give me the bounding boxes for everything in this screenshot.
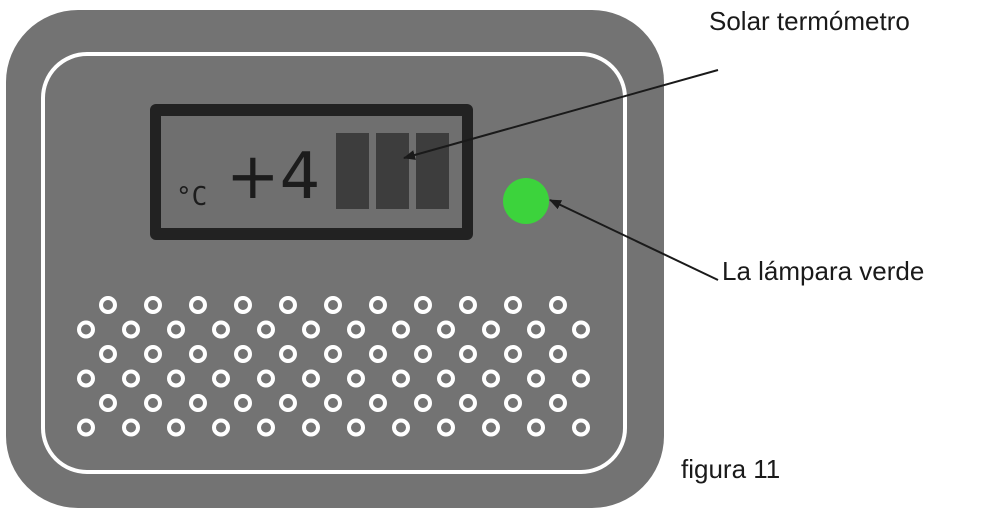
vent-hole [257, 418, 275, 437]
vent-hole [234, 345, 252, 363]
vent-hole [212, 320, 230, 339]
vent-hole [347, 418, 365, 437]
vent-hole [324, 345, 342, 363]
vent-hole [527, 369, 545, 388]
vent-hole [414, 394, 432, 412]
vent-hole [572, 418, 590, 437]
vent-hole [324, 296, 342, 314]
vent-hole [77, 369, 95, 388]
vent-hole [257, 320, 275, 339]
vent-hole [437, 369, 455, 388]
vent-hole [144, 345, 162, 363]
vent-hole [392, 418, 410, 437]
vent-hole [189, 394, 207, 412]
green-lamp-label: La lámpara verde [722, 256, 924, 286]
vent-hole [234, 296, 252, 314]
vent-hole [122, 320, 140, 339]
figure-caption: figura 11 [681, 454, 780, 484]
vent-hole [504, 394, 522, 412]
vent-hole [437, 320, 455, 339]
vent-hole [302, 369, 320, 388]
vent-hole [482, 369, 500, 388]
vent-hole [549, 296, 567, 314]
vent-hole [527, 320, 545, 339]
vent-hole [324, 394, 342, 412]
vent-hole [212, 369, 230, 388]
lcd-display: °C +4 [150, 104, 473, 240]
vent-hole [414, 345, 432, 363]
vent-hole [392, 369, 410, 388]
vent-hole [99, 296, 117, 314]
solar-thermometer-callout-line [403, 69, 719, 160]
vent-hole [459, 296, 477, 314]
vent-hole [189, 296, 207, 314]
solar-thermometer-label: Solar termómetro [709, 6, 910, 36]
vent-hole [392, 320, 410, 339]
vent-hole [482, 320, 500, 339]
lcd-temperature-reading: +4 [226, 140, 320, 214]
vent-hole [167, 320, 185, 339]
vent-hole [279, 345, 297, 363]
lcd-screen [161, 116, 462, 228]
lcd-bar [336, 133, 369, 209]
vent-hole [302, 418, 320, 437]
vent-hole [369, 394, 387, 412]
lcd-bar [376, 133, 409, 209]
vent-hole [279, 394, 297, 412]
vent-hole [369, 345, 387, 363]
vent-hole [99, 345, 117, 363]
vent-hole [279, 296, 297, 314]
vent-hole [167, 418, 185, 437]
vent-hole [302, 320, 320, 339]
device-inner-border [41, 52, 627, 474]
vent-hole [459, 345, 477, 363]
vent-hole [189, 345, 207, 363]
vent-hole [549, 345, 567, 363]
vent-hole [257, 369, 275, 388]
green-lamp-callout-line [549, 199, 719, 281]
device-body [6, 10, 664, 508]
vent-hole [122, 369, 140, 388]
vent-hole [437, 418, 455, 437]
vent-hole [527, 418, 545, 437]
vent-hole [549, 394, 567, 412]
lcd-bar-group [336, 133, 449, 209]
vent-hole [99, 394, 117, 412]
vent-hole [414, 296, 432, 314]
vent-hole [504, 345, 522, 363]
vent-hole [572, 320, 590, 339]
vent-hole [459, 394, 477, 412]
vent-hole [234, 394, 252, 412]
vent-hole [572, 369, 590, 388]
vent-hole [144, 394, 162, 412]
vent-hole [167, 369, 185, 388]
vent-hole [77, 418, 95, 437]
vent-hole [77, 320, 95, 339]
vent-hole [347, 320, 365, 339]
vent-hole [122, 418, 140, 437]
lcd-bar [416, 133, 449, 209]
vent-grid [77, 296, 590, 437]
vent-hole [144, 296, 162, 314]
vent-hole [504, 296, 522, 314]
vent-hole [347, 369, 365, 388]
vent-hole [482, 418, 500, 437]
lcd-unit-label: °C [176, 182, 207, 212]
green-lamp [503, 178, 549, 224]
vent-hole [369, 296, 387, 314]
vent-hole [212, 418, 230, 437]
